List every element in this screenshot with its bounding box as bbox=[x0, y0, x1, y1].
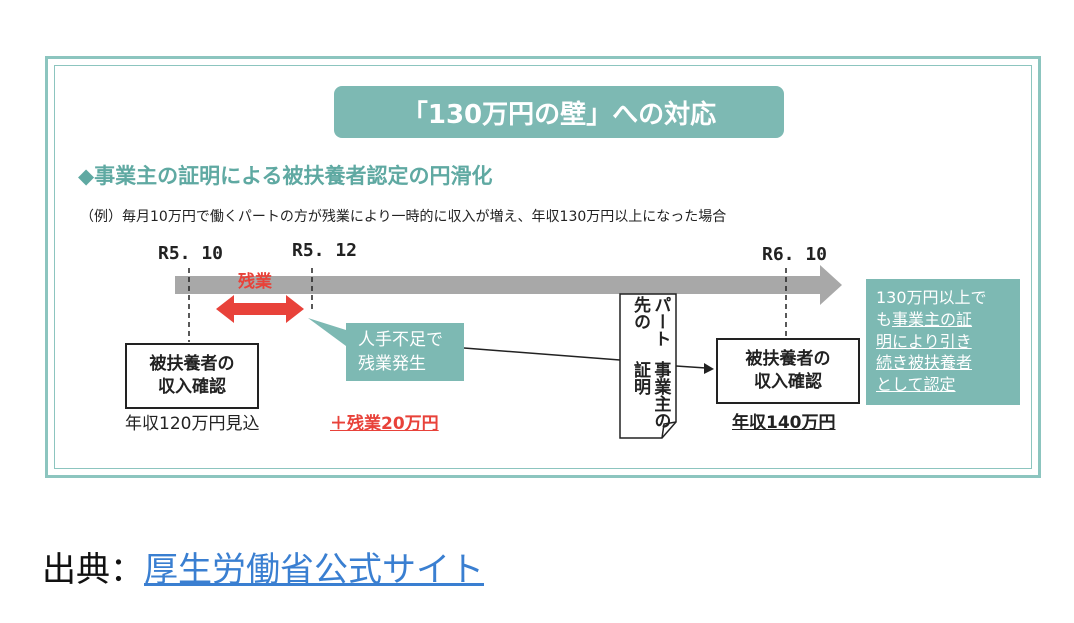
connector-arrowhead bbox=[704, 363, 714, 374]
callout-line1: 人手不足で bbox=[358, 330, 443, 350]
callout-pointer bbox=[308, 318, 346, 346]
side-line2a: も bbox=[876, 309, 893, 329]
connector-line bbox=[463, 347, 621, 361]
connector-arrow-line bbox=[675, 365, 707, 369]
left-income-note: 年収120万円見込 bbox=[125, 414, 260, 434]
outer-frame bbox=[45, 56, 1041, 478]
right-income-note: 年収140万円 bbox=[732, 413, 836, 433]
right-income-check-box: 被扶養者の 収入確認 bbox=[716, 338, 860, 404]
left-income-check-box: 被扶養者の 収入確認 bbox=[125, 343, 259, 409]
date-r5-10: R5. 10 bbox=[158, 243, 224, 264]
side-line1: 130万円以上で bbox=[876, 288, 987, 307]
overtime-label: 残業 bbox=[238, 272, 272, 292]
example-text: （例）毎月10万円で働くパートの方が残業により一時的に収入が増え、年収130万円… bbox=[80, 209, 727, 225]
source-link[interactable]: 厚生労働省公式サイト bbox=[144, 550, 484, 590]
source-label: 出典： bbox=[42, 550, 144, 590]
timeline-arrow bbox=[175, 265, 842, 305]
callout-box: 人手不足で 残業発生 bbox=[346, 323, 464, 381]
page-title: 「130万円の壁」への対応 bbox=[334, 86, 784, 138]
date-r5-12: R5. 12 bbox=[292, 240, 358, 261]
inner-frame bbox=[54, 65, 1032, 469]
document-shape bbox=[619, 293, 677, 439]
side-conclusion-box: 130万円以上で も事業主の証 明により引き 続き被扶養者 として認定 bbox=[866, 279, 1020, 405]
right-box-line2: 収入確認 bbox=[754, 372, 822, 392]
left-box-line2: 収入確認 bbox=[158, 377, 226, 397]
document-col1: パート先の bbox=[630, 296, 671, 347]
document-col2: 事業主の証明 bbox=[630, 360, 671, 429]
document-fold bbox=[661, 421, 677, 439]
overtime-amount: ＋残業20万円 bbox=[330, 414, 439, 434]
callout-line2: 残業発生 bbox=[358, 353, 426, 374]
side-line2: も事業主の証 bbox=[876, 309, 1010, 331]
side-line3: 明により引き bbox=[876, 331, 972, 351]
side-line5: として認定 bbox=[876, 375, 956, 394]
overtime-double-arrow bbox=[216, 295, 304, 323]
date-r6-10: R6. 10 bbox=[762, 244, 828, 265]
side-line2b: 事業主の証 bbox=[892, 309, 973, 329]
left-box-line1: 被扶養者の bbox=[149, 354, 235, 375]
source-caption: 出典：厚生労働省公式サイト bbox=[42, 542, 484, 591]
subtitle: ◆事業主の証明による被扶養者認定の円滑化 bbox=[78, 164, 493, 188]
employer-certificate-document: パート先の 事業主の証明 bbox=[623, 296, 677, 438]
right-box-line1: 被扶養者の bbox=[745, 349, 831, 370]
side-line4: 続き被扶養者 bbox=[876, 353, 973, 373]
